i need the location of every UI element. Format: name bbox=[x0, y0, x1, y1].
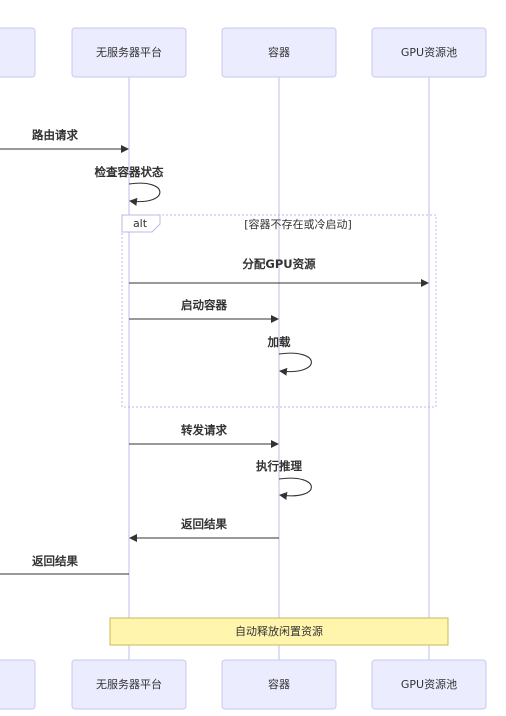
actor-gpu-bottom-label: GPU资源池 bbox=[401, 677, 457, 691]
actor-container-top: 容器 bbox=[221, 27, 337, 78]
actor-platform-top-label: 无服务器平台 bbox=[96, 45, 162, 59]
message-label-start-container: 启动容器 bbox=[181, 298, 227, 312]
actor-container-bottom: 容器 bbox=[221, 659, 337, 710]
message-arrow-check-container bbox=[128, 182, 161, 206]
actor-platform-top: 无服务器平台 bbox=[71, 27, 187, 78]
message-label-run-inference: 执行推理 bbox=[256, 459, 302, 473]
message-label-forward-request: 转发请求 bbox=[181, 423, 227, 437]
message-label-return-result-left: 返回结果 bbox=[32, 554, 78, 568]
message-arrow-run-inference bbox=[278, 477, 312, 500]
actor-platform-bottom: 无服务器平台 bbox=[71, 659, 187, 710]
message-label-allocate-gpu: 分配GPU资源 bbox=[242, 257, 316, 271]
actor-gpu-bottom: GPU资源池 bbox=[371, 659, 487, 710]
message-arrow-load bbox=[278, 352, 312, 376]
alt-frame: alt [容器不存在或冷启动] bbox=[121, 214, 437, 408]
actor-left-bottom bbox=[0, 659, 36, 710]
actor-platform-bottom-label: 无服务器平台 bbox=[96, 677, 162, 691]
alt-frame-label: alt bbox=[133, 217, 148, 230]
actor-gpu-top: GPU资源池 bbox=[371, 27, 487, 78]
alt-frame-condition: [容器不存在或冷启动] bbox=[244, 217, 352, 231]
message-label-route-request: 路由请求 bbox=[32, 128, 78, 142]
actor-gpu-top-label: GPU资源池 bbox=[401, 45, 457, 59]
actor-left-top bbox=[0, 27, 36, 78]
note-text: 自动释放闲置资源 bbox=[235, 624, 323, 638]
actor-container-bottom-label: 容器 bbox=[268, 677, 290, 691]
message-label-load: 加载 bbox=[267, 335, 291, 349]
message-label-return-result-platform: 返回结果 bbox=[181, 517, 227, 531]
actor-container-top-label: 容器 bbox=[268, 45, 290, 59]
message-label-check-container: 检查容器状态 bbox=[95, 165, 164, 179]
note-release-resources: 自动释放闲置资源 bbox=[109, 617, 449, 646]
